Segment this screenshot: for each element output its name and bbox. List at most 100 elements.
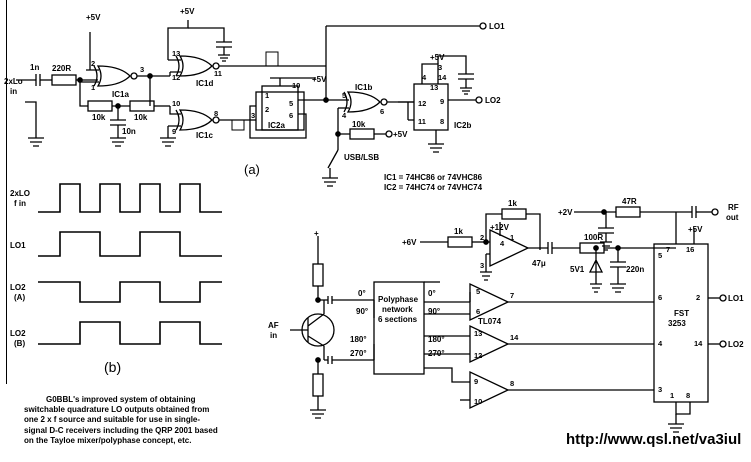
- phase-180-in: 180°: [350, 335, 367, 344]
- pin-number: 2: [480, 233, 484, 242]
- ic1a-label: IC1a: [112, 90, 129, 99]
- input-label-2xlo: 2xLo: [4, 77, 23, 86]
- phase-0-in: 0°: [358, 289, 366, 298]
- lo1-output-label: LO1: [489, 22, 505, 31]
- pin-number: 10: [474, 397, 482, 406]
- af-in-label-2: in: [270, 331, 277, 340]
- label-a: (a): [244, 162, 260, 177]
- pin-number: 16: [686, 245, 694, 254]
- phase-270-in: 270°: [350, 349, 367, 358]
- pin-number: 1: [510, 233, 514, 242]
- pin-number: 3: [658, 385, 662, 394]
- plus-5v-label: +5V: [688, 225, 703, 234]
- input-label-in: in: [10, 87, 17, 96]
- pin-number: 1: [670, 391, 674, 400]
- timing-row-label: LO2: [10, 283, 26, 292]
- pin-number: 6: [476, 307, 480, 316]
- caption-line: on the Tayloe mixer/polyphase concept, e…: [24, 435, 192, 445]
- lo1-out-label: LO1: [728, 294, 744, 303]
- source-url: http://www.qsl.net/va3iul: [566, 431, 742, 448]
- pin-number: 5: [476, 287, 480, 296]
- fst-label-2: 3253: [668, 319, 686, 328]
- phase-0-out: 0°: [428, 289, 436, 298]
- ic2-note: IC2 = 74HC74 or 74VHC74: [384, 183, 483, 192]
- cap-47u-label: 47μ: [532, 259, 546, 268]
- pin-number: 8: [510, 379, 514, 388]
- rf-out-label-1: RF: [728, 203, 739, 212]
- cap-10n-label: 10n: [122, 127, 136, 136]
- pin-number: 13: [474, 329, 482, 338]
- supply-5v-3: +5V: [312, 75, 327, 84]
- pin-number: 14: [438, 73, 447, 82]
- pin-number: 5: [342, 91, 346, 100]
- supply-5v-2: +5V: [180, 7, 195, 16]
- pin-number: 4: [500, 239, 505, 248]
- supply-5v-1: +5V: [86, 13, 101, 22]
- r-47r-label: 47R: [622, 197, 637, 206]
- lo2-out-label: LO2: [728, 340, 744, 349]
- cap-1n-label: 1n: [30, 63, 39, 72]
- pin-number: 9: [474, 377, 478, 386]
- r-220r-label: 220R: [52, 64, 71, 73]
- pin-number: 11: [214, 69, 222, 78]
- pin-number: 7: [510, 291, 514, 300]
- pin-number: 4: [658, 339, 663, 348]
- pin-number: 2: [265, 105, 269, 114]
- plus-top-label: +: [314, 229, 319, 238]
- rf-out-label-2: out: [726, 213, 739, 222]
- r-10k-c-label: 10k: [352, 120, 366, 129]
- pin-number: 12: [172, 73, 180, 82]
- timing-row-sublabel: f in: [14, 199, 26, 208]
- pin-number: 10: [172, 99, 180, 108]
- ic2a-label: IC2a: [268, 121, 285, 130]
- pin-number: 14: [694, 339, 703, 348]
- pin-number: 12: [474, 351, 482, 360]
- pin-number: 2: [696, 293, 700, 302]
- timing-row-label: LO1: [10, 241, 26, 250]
- pin-number: 9: [172, 127, 176, 136]
- pin-number: 6: [289, 111, 293, 120]
- ic1-note: IC1 = 74HC86 or 74VHC86: [384, 173, 483, 182]
- supply-5v-5: +5V: [393, 130, 408, 139]
- polyphase-label-1: Polyphase: [378, 295, 419, 304]
- figure-caption: G0BBL's improved system of obtaining swi…: [24, 395, 286, 446]
- left-border-line: [6, 0, 7, 384]
- tl074-label: TL074: [478, 317, 502, 326]
- r-1k-feedback-label: 1k: [508, 199, 517, 208]
- caption-line: one 2 x f source and suitable for use in…: [24, 415, 201, 425]
- pin-number: 3: [251, 111, 255, 120]
- plus-2v-label: +2V: [558, 208, 573, 217]
- timing-row-sublabel: (B): [14, 339, 25, 348]
- ic1d-label: IC1d: [196, 79, 213, 88]
- pin-number: 8: [440, 117, 444, 126]
- supply-5v-4: +5V: [430, 53, 445, 62]
- ic1c-label: IC1c: [196, 131, 213, 140]
- pin-number: 6: [380, 107, 384, 116]
- caption-line: switchable quadrature LO outputs obtaine…: [24, 405, 210, 415]
- timing-row-label: 2xLO: [10, 189, 30, 198]
- pin-number: 6: [658, 293, 662, 302]
- r-1k-input-label: 1k: [454, 227, 463, 236]
- af-in-label-1: AF: [268, 321, 279, 330]
- timing-row-sublabel: (A): [14, 293, 25, 302]
- r-100r-label: 100R: [584, 233, 603, 242]
- polyphase-label-3: 6 sections: [378, 315, 418, 324]
- pin-number: 1: [265, 91, 269, 100]
- phase-90-out: 90°: [428, 307, 440, 316]
- pin-number: 7: [666, 245, 670, 254]
- ic2b-label: IC2b: [454, 121, 471, 130]
- plus-6v-label: +6V: [402, 238, 417, 247]
- label-b: (b): [104, 359, 121, 375]
- pin-number: 3: [438, 63, 442, 72]
- usb-lsb-switch-label: USB/LSB: [344, 153, 379, 162]
- pin-number: 12: [418, 99, 426, 108]
- caption-line: G0BBL's improved system of obtaining: [46, 395, 196, 404]
- pin-number: 13: [172, 49, 180, 58]
- plus-12v-label: +12V: [490, 223, 510, 232]
- pin-number: 5: [289, 99, 293, 108]
- pin-number: 2: [91, 59, 95, 68]
- r-10k-a-label: 10k: [92, 113, 106, 122]
- zener-5v1-label: 5V1: [570, 265, 585, 274]
- pin-number: 3: [140, 65, 144, 74]
